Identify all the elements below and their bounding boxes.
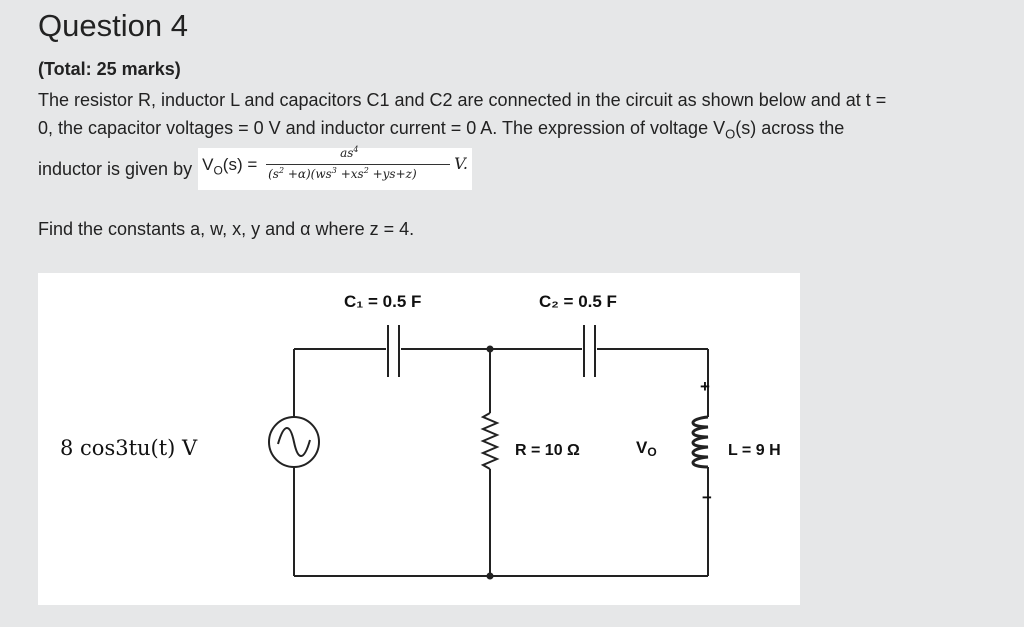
sine-wave-icon [277,427,311,457]
resistor-zigzag [480,412,500,470]
inductor-coil [691,415,709,469]
para-line-1: The resistor R, inductor L and capacitor… [38,90,887,110]
question-title: Question 4 [38,8,188,43]
resistor-label: R = 10 Ω [515,442,580,459]
vo-label: VO [636,438,657,459]
given-prefix: inductor is given by [38,158,193,179]
total-marks: (Total: 25 marks) [38,59,181,79]
minus-sign: − [702,488,712,507]
c2-label: C₂ = 0.5 F [539,292,617,311]
find-constants-text: Find the constants a, w, x, y and α wher… [38,219,415,239]
formula-box: VO(s) = as4 (s2 +α)(ws3 +xs2 +ys+z) V. [198,145,473,190]
inductor-label: L = 9 H [728,442,781,459]
para-subscript: O [725,126,736,142]
para-line-2-end: (s) across the [735,118,845,138]
circuit-diagram: 8 cos3tu(t) V C₁ = 0.5 F C₂ = 0.5 F R = … [38,273,800,605]
c1-label: C₁ = 0.5 F [344,292,421,311]
formula-numerator: as4 [340,145,359,160]
circuit-svg: 8 cos3tu(t) V C₁ = 0.5 F C₂ = 0.5 F R = … [60,292,781,580]
source-label: 8 cos3tu(t) V [60,436,198,460]
question-paragraph: The resistor R, inductor L and capacitor… [38,86,988,149]
formula-lhs: VO(s) = [202,155,258,178]
given-expression-line: inductor is given by VO(s) = as4 (s2 +α)… [38,145,473,190]
formula-denominator: (s2 +α)(ws3 +xs2 +ys+z) [268,166,417,181]
plus-sign: + [700,377,710,396]
fraction-bar [266,164,451,165]
para-line-2: 0, the capacitor voltages = 0 V and indu… [38,118,726,138]
formula-unit: V. [454,154,468,173]
junction-top [486,345,494,353]
junction-bottom [486,572,494,580]
